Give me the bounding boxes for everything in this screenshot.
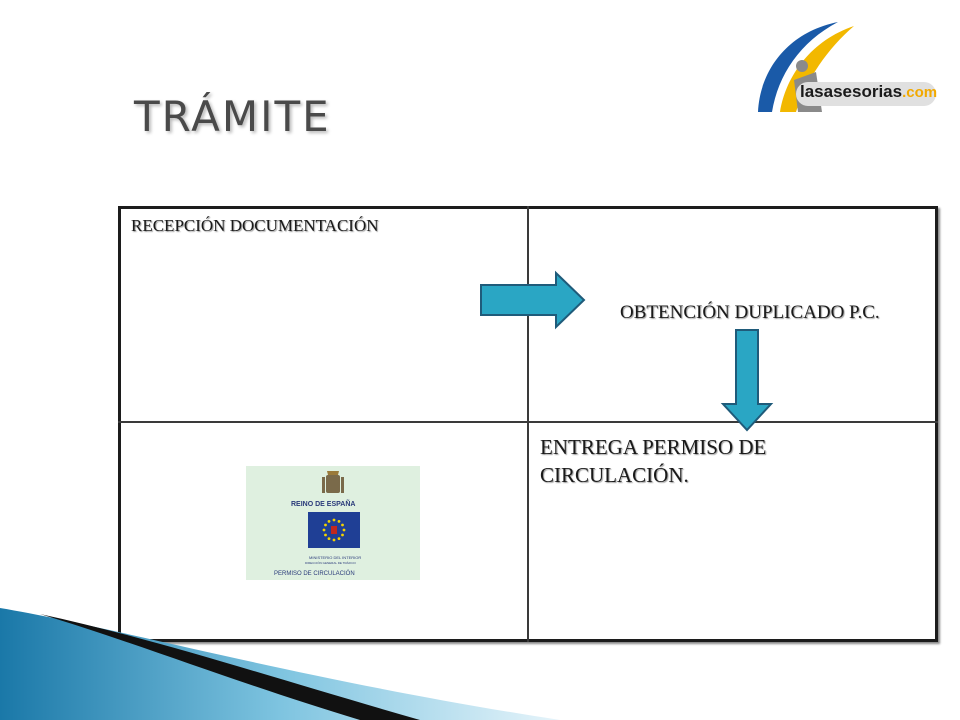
table-horizontal-divider <box>118 421 938 423</box>
right-arrow-icon <box>480 270 586 330</box>
slide-title: TRÁMITE <box>134 92 331 141</box>
company-logo-graphic <box>758 22 936 112</box>
cell-reception-documentation: RECEPCIÓN DOCUMENTACIÓN <box>131 216 379 235</box>
logo-domain: .com <box>902 84 938 101</box>
permit-ministry: MINISTERIO DEL INTERIOR <box>309 555 362 560</box>
permit-directorate: DIRECCIÓN GENERAL DE TRÁFICO <box>305 561 356 565</box>
eu-flag-icon <box>308 512 360 548</box>
permit-document-name: PERMISO DE CIRCULACIÓN <box>274 571 355 577</box>
cell-duplicate-pc: OBTENCIÓN DUPLICADO P.C. <box>620 302 880 323</box>
logo-name: lasasesorias <box>800 82 903 101</box>
company-logo-text: lasasesorias.com <box>800 82 937 102</box>
table-vertical-divider <box>527 206 529 642</box>
decorative-swoosh <box>0 608 560 720</box>
coat-of-arms-icon <box>322 471 344 493</box>
down-arrow-icon <box>720 329 774 432</box>
permit-country: REINO DE ESPAÑA <box>291 501 356 508</box>
cell-permit-delivery: ENTREGA PERMISO DE CIRCULACIÓN. <box>540 435 767 487</box>
